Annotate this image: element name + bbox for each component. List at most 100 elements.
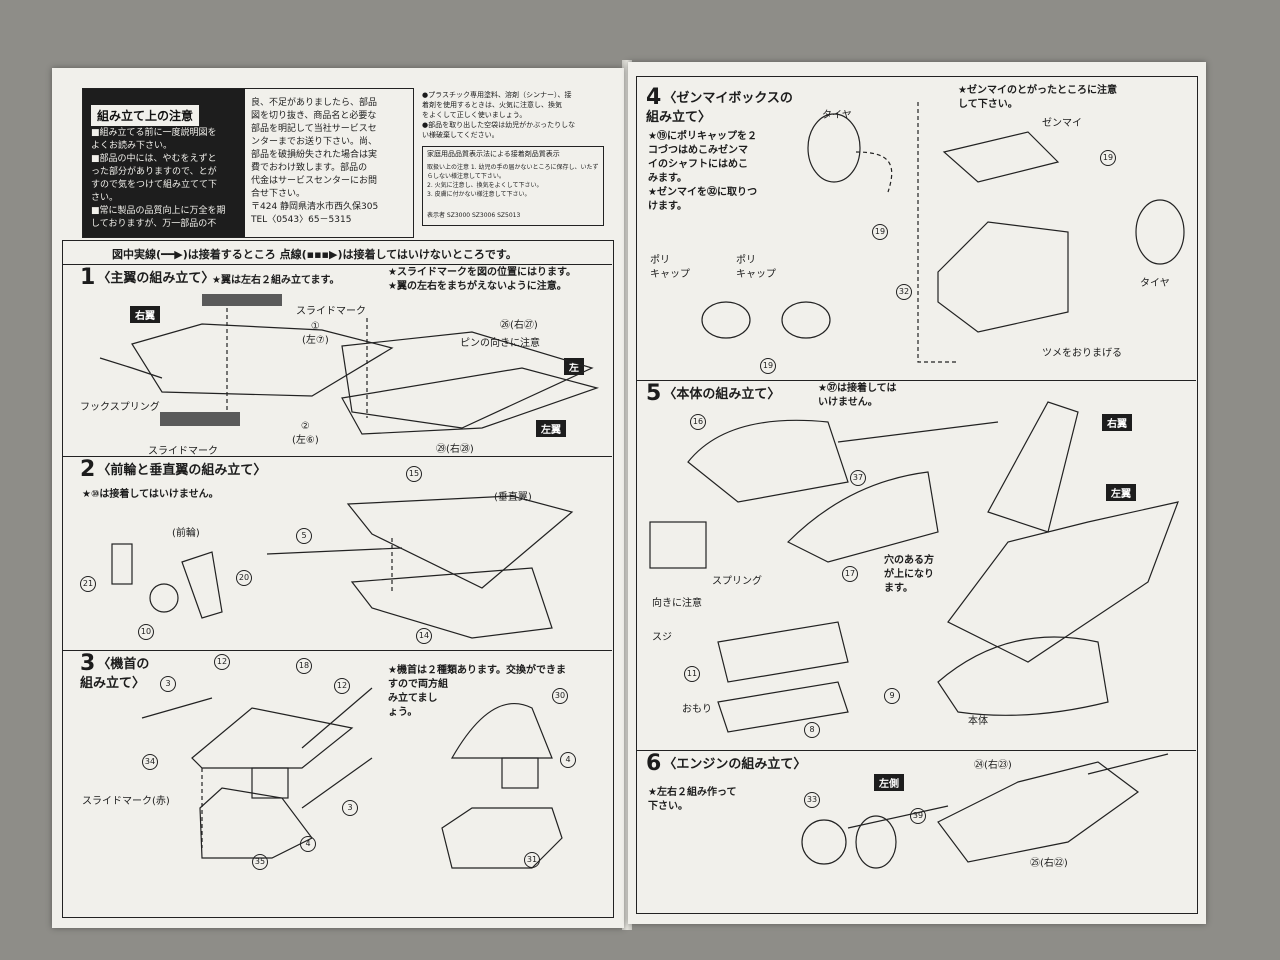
part-19a: 19 — [872, 224, 888, 240]
nose-base-1 — [199, 787, 313, 859]
nose-cone-2 — [450, 703, 553, 759]
label-suji: スジ — [652, 632, 672, 643]
tag-left-side: 左側 — [874, 774, 904, 791]
step1-note2: ★スライドマークを図の位置にはります。 ★翼の左右をまちがえないように注意。 — [388, 267, 576, 292]
step3-panel — [62, 650, 612, 917]
label-bend-tab: ツメをおりまげる — [1042, 348, 1122, 359]
step2-drawing — [111, 495, 574, 639]
label-main-body: 本体 — [968, 716, 988, 727]
part-12a: 12 — [214, 654, 230, 670]
tag-left-wing-5: 左翼 — [1106, 484, 1136, 501]
right-frame — [636, 76, 1198, 914]
nose-rod-1 — [141, 697, 213, 719]
step6-note: ★左右２組み作って 下さい。 — [648, 787, 737, 812]
label-hole-up: 穴のある方 が上になり ます。 — [884, 555, 934, 594]
part-33: 33 — [804, 792, 820, 808]
part-4b: 4 — [560, 752, 576, 768]
nose-base-2 — [441, 807, 563, 869]
engine-body — [937, 761, 1140, 863]
part-8: 8 — [804, 722, 820, 738]
step3-title: 3〈機首の 組み立て〉 — [80, 651, 150, 692]
notes-mid-text: 良、不足がありましたら、部品 図を切り抜き、商品名と必要な 部品を明記して当社サ… — [251, 98, 379, 225]
body-part-17 — [786, 471, 939, 563]
part-16: 16 — [690, 414, 706, 430]
step3-note: ★機首は２種類あります。交換ができま すので両方組 み立てまし ょう。 — [388, 665, 566, 718]
slide-mark-top — [202, 294, 282, 306]
step2-note: ★⑩は接着してはいけません。 — [82, 489, 219, 500]
part-10: 10 — [138, 624, 154, 640]
step4-title: 4〈ゼンマイボックスの 組み立て〉 — [646, 85, 793, 126]
main-body — [937, 636, 1109, 716]
zenmai-box — [942, 131, 1060, 183]
step6-title: 6〈エンジンの組み立て〉 — [646, 751, 807, 776]
right-wing-fin — [987, 401, 1079, 533]
tire-2 — [1135, 199, 1185, 265]
vertical-wing — [346, 495, 574, 589]
part-11: 11 — [684, 666, 700, 682]
step5-drawing — [649, 401, 1179, 733]
step5-note: ★㊲は接着しては いけません。 — [818, 383, 897, 408]
notes-box: 組み立て上の注意 ■組み立てる前に一度説明図を よくお読み下さい。 ■部品の中に… — [82, 88, 414, 238]
label-slide-mark-1: スライドマーク — [296, 306, 366, 317]
step5-title: 5〈本体の組み立て〉 — [646, 381, 781, 406]
tire-1 — [807, 113, 861, 183]
step2-title: 2〈前輪と垂直翼の組み立て〉 — [80, 457, 267, 482]
step2-panel — [62, 456, 612, 651]
tag-right-wing: 右翼 — [130, 306, 160, 323]
part-18: 18 — [296, 658, 312, 674]
tag-right-wing-5: 右翼 — [1102, 414, 1132, 431]
polycap-base-1 — [701, 301, 751, 339]
label-part-25: ㉕(右㉒) — [1030, 858, 1068, 869]
part-4a: 4 — [300, 836, 316, 852]
body-half-16 — [687, 419, 849, 503]
part-9: 9 — [884, 688, 900, 704]
step4-drawing — [701, 102, 1185, 363]
front-wheel — [149, 583, 179, 613]
part-32-housing — [937, 221, 1069, 333]
part-32: 32 — [896, 284, 912, 300]
label-part-29: ㉙(右㉘) — [436, 444, 474, 455]
nose-rod-2 — [301, 687, 373, 749]
part-3a: 3 — [160, 676, 176, 692]
label-omori: おもり — [682, 704, 712, 715]
left-wing-bottom — [341, 367, 600, 435]
tag-left: 左 — [564, 358, 584, 375]
part-11-weight — [717, 621, 849, 683]
label-tire-1: タイヤ — [822, 110, 852, 121]
rod-part-5 — [266, 547, 403, 555]
legend-text: 図中実線(━━▶)は接着するところ 点線(▪▪▪▶)は接着してはいけないところで… — [112, 248, 517, 261]
polycap-base-2 — [781, 301, 831, 339]
right-page: 4〈ゼンマイボックスの 組み立て〉 ★⑲にポリキャップを２ コづつはめこみゼンマ… — [628, 62, 1206, 924]
label-hook-spring: フックスプリング — [80, 402, 160, 413]
assembly-line-5 — [855, 151, 893, 193]
quality-box: 家庭用品品質表示法による接着剤品質表示 取扱い上の注意 1. 幼児の手の届かない… — [422, 146, 604, 226]
label-part-24: ㉔(右㉓) — [974, 760, 1012, 771]
label-part-1: ① (左⑦) — [302, 321, 329, 346]
engine-nozzle — [1087, 753, 1169, 775]
page-fold — [622, 60, 632, 930]
left-wing-fin — [947, 501, 1179, 663]
left-page: 組み立て上の注意 ■組み立てる前に一度説明図を よくお読み下さい。 ■部品の中に… — [52, 68, 624, 928]
notes-left-panel: 組み立て上の注意 ■組み立てる前に一度説明図を よくお読み下さい。 ■部品の中に… — [83, 89, 245, 237]
label-slide-mark-2: スライドマーク — [148, 446, 218, 457]
quality-body: 取扱い上の注意 1. 幼児の手の届かないところに保存し、いたずらしない様注意して… — [427, 164, 599, 198]
part-20 — [181, 551, 223, 619]
step6-panel — [636, 750, 1196, 913]
engine-cap-33 — [801, 819, 847, 865]
part-19b: 19 — [1100, 150, 1116, 166]
quality-codes: 表示者 SZ3000 SZ3006 SZ5013 — [427, 212, 521, 219]
label-direction: 向きに注意 — [652, 598, 702, 609]
label-front-wheel: (前輪) — [172, 528, 200, 539]
part-21: 21 — [80, 576, 96, 592]
tag-left-wing: 左翼 — [536, 420, 566, 437]
part-20: 20 — [236, 570, 252, 586]
part-34: 34 — [142, 754, 158, 770]
slide-mark-bottom — [160, 412, 240, 426]
step6-drawing — [801, 753, 1169, 869]
part-12b: 12 — [334, 678, 350, 694]
warning-text: ●プラスチック専用塗料、溶剤（シンナー）、接 着剤を使用するときは、火気に注意し… — [422, 91, 576, 139]
step1-note: ★翼は左右２組み立てます。 — [212, 275, 340, 286]
wheel-strut — [111, 543, 133, 585]
label-slide-mark-red: スライドマーク(赤) — [82, 796, 170, 807]
part-14-base — [350, 567, 553, 639]
